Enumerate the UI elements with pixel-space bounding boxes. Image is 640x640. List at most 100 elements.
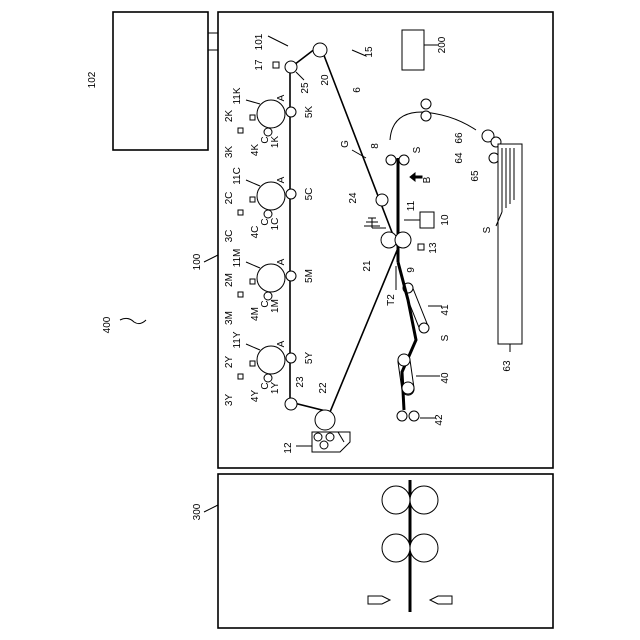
label-8: 8 (370, 143, 381, 149)
label-3k: 3K (224, 146, 235, 159)
roller-25 (285, 61, 297, 73)
label-4m: 4M (250, 307, 261, 321)
developing-roller-4c (264, 210, 272, 218)
roller-8b (399, 155, 409, 165)
label-40: 40 (440, 372, 451, 384)
roller-23 (285, 398, 297, 410)
developing-roller-4k (264, 128, 272, 136)
label-11m: 11M (232, 249, 243, 268)
label-g: G (340, 140, 351, 148)
label-11c: 11C (232, 167, 243, 185)
label-c-c: C (260, 218, 271, 225)
label-1y: 1Y (270, 382, 281, 395)
label-64: 64 (454, 152, 465, 164)
label-9: 9 (406, 267, 417, 273)
backup-roller-9 (395, 232, 411, 248)
charger-2m (250, 279, 255, 284)
label-11: 11 (406, 200, 417, 211)
feed-roller-upper-b (421, 111, 431, 121)
roller-20 (313, 43, 327, 57)
label-10: 10 (440, 214, 451, 226)
unit-10 (420, 212, 434, 228)
roller-pair-lower-right (410, 534, 438, 562)
label-s-middle: S (440, 334, 451, 341)
label-25: 25 (300, 82, 311, 94)
label-5y: 5Y (304, 352, 315, 365)
label-1m: 1M (270, 299, 281, 313)
label-c-m: C (260, 300, 271, 307)
label-t2: T2 (386, 294, 397, 306)
roller-pair-42a (397, 411, 407, 421)
label-2y: 2Y (224, 356, 235, 369)
cleaner-3m (238, 292, 243, 297)
roller-8 (386, 155, 396, 165)
label-s-upper: S (412, 146, 423, 153)
label-b: B (422, 176, 433, 183)
label-3y: 3Y (224, 394, 235, 407)
label-42: 42 (434, 414, 445, 426)
label-101: 101 (254, 33, 265, 50)
sensor-200 (402, 30, 424, 70)
label-100: 100 (192, 253, 203, 270)
label-66: 66 (454, 132, 465, 144)
label-13: 13 (428, 242, 439, 254)
roller-pair-upper-left (382, 486, 410, 514)
label-102: 102 (87, 71, 98, 88)
label-400: 400 (102, 316, 113, 333)
label-20: 20 (320, 74, 331, 86)
label-5c: 5C (304, 188, 315, 201)
label-3m: 3M (224, 311, 235, 325)
label-s-tray: S (482, 226, 493, 233)
label-21: 21 (362, 260, 373, 272)
label-11y: 11Y (232, 331, 243, 348)
label-2k: 2K (224, 110, 235, 123)
label-5m: 5M (304, 269, 315, 283)
label-1c: 1C (270, 218, 281, 231)
developing-roller-4m (264, 292, 272, 300)
photoconductor-drum-1m (257, 264, 285, 292)
cleaner-3k (238, 128, 243, 133)
label-5k: 5K (304, 106, 315, 119)
label-3c: 3C (224, 230, 235, 243)
primary-transfer-roller-5c (286, 189, 296, 199)
label-1k: 1K (270, 136, 281, 149)
label-200: 200 (437, 36, 448, 53)
roller-pair-lower-left (382, 534, 410, 562)
cleaner-3y (238, 374, 243, 379)
roller-pair-42b (409, 411, 419, 421)
developing-roller-4y (264, 374, 272, 382)
label-12: 12 (283, 442, 294, 454)
label-4c: 4C (250, 226, 261, 239)
charger-2y (250, 361, 255, 366)
label-6: 6 (352, 87, 363, 93)
photoconductor-drum-1y (257, 346, 285, 374)
cleaner-3c (238, 210, 243, 215)
label-a-k: A (276, 94, 287, 101)
controller-box-102 (113, 12, 208, 150)
primary-transfer-roller-5m (286, 271, 296, 281)
roller-22 (315, 410, 335, 430)
label-22: 22 (318, 382, 329, 394)
roller-pair-upper-right (410, 486, 438, 514)
label-2m: 2M (224, 273, 235, 287)
label-c-y: C (260, 382, 271, 389)
label-c-k: C (260, 136, 271, 143)
charger-2k (250, 115, 255, 120)
label-a-c: A (276, 176, 287, 183)
charger-2c (250, 197, 255, 202)
label-2c: 2C (224, 192, 235, 205)
label-4k: 4K (250, 144, 261, 157)
label-24: 24 (348, 192, 359, 204)
label-17: 17 (254, 59, 265, 71)
primary-transfer-roller-5k (286, 107, 296, 117)
roller-24 (376, 194, 388, 206)
label-65: 65 (470, 170, 481, 182)
photoconductor-drum-1k (257, 100, 285, 128)
label-23: 23 (295, 376, 306, 388)
label-a-m: A (276, 258, 287, 265)
label-300: 300 (192, 503, 203, 520)
label-a-y: A (276, 340, 287, 347)
photoconductor-drum-1c (257, 182, 285, 210)
sensor-13 (418, 244, 424, 250)
